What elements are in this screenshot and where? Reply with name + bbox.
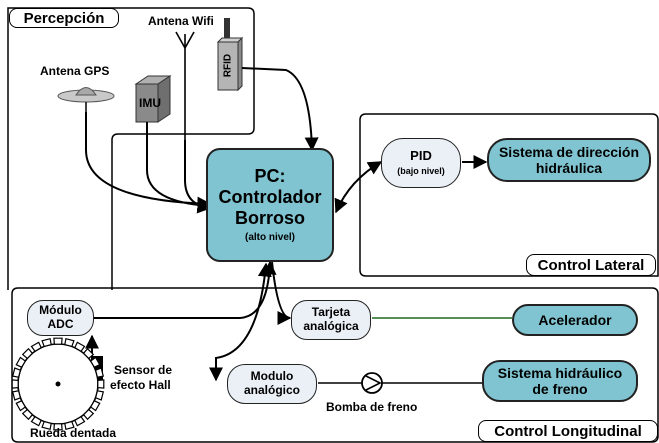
adc-line2: ADC bbox=[47, 317, 74, 331]
lateral-group-frame bbox=[359, 113, 659, 277]
pc-title: PC: bbox=[254, 166, 286, 187]
adc-module-node: Módulo ADC bbox=[27, 300, 94, 336]
pump-label: Bomba de freno bbox=[326, 400, 418, 414]
brake-line2: de freno bbox=[532, 381, 588, 397]
gear-tooth bbox=[82, 408, 95, 421]
hall-line1: Sensor de bbox=[114, 363, 173, 377]
gear-tooth bbox=[53, 423, 63, 431]
gear-tooth bbox=[89, 400, 101, 412]
wire-pc-analog-module bbox=[209, 262, 272, 382]
pc-name-line1: Controlador bbox=[218, 186, 322, 207]
perception-group-frame bbox=[7, 7, 255, 290]
wire-rfid-pc bbox=[241, 67, 319, 152]
analog-card-line2: analógica bbox=[303, 319, 359, 333]
wire-wifi-pc bbox=[184, 140, 212, 214]
gear-tooth bbox=[64, 337, 75, 348]
gear-tooth bbox=[89, 356, 101, 368]
wifi-antenna-icon bbox=[175, 31, 195, 140]
wifi-antenna-label: Antena Wifi bbox=[148, 14, 214, 28]
analog-module-line2: analógico bbox=[243, 383, 300, 397]
imu-box-icon bbox=[134, 75, 172, 123]
toothed-wheel-label: Rueda dentada bbox=[30, 426, 117, 440]
wire-pc-pid bbox=[334, 161, 383, 214]
gear-tooth bbox=[11, 390, 22, 401]
wire-pc-card bbox=[271, 261, 292, 325]
gear-tooth bbox=[21, 347, 34, 360]
rfid-reader-icon bbox=[216, 18, 244, 92]
lateral-group-title: Control Lateral bbox=[526, 254, 656, 276]
analog-card-line1: Tarjeta bbox=[311, 305, 351, 320]
pid-title: PID bbox=[410, 148, 432, 164]
pc-controller-node: PC: Controlador Borroso (alto nivel) bbox=[206, 148, 334, 262]
hall-line2: efecto Hall bbox=[110, 378, 171, 392]
gear-tooth bbox=[74, 341, 86, 353]
gear-tooth bbox=[15, 400, 27, 412]
gear-tooth bbox=[53, 337, 63, 345]
gear-tooth bbox=[82, 347, 95, 360]
gear-tooth bbox=[41, 337, 52, 348]
imu-label: IMU bbox=[139, 96, 161, 110]
gear-tooth bbox=[21, 408, 34, 421]
gear-tooth bbox=[11, 379, 19, 389]
pid-node: PID (bajo nivel) bbox=[381, 138, 461, 188]
longitudinal-group-title: Control Longitudinal bbox=[478, 420, 658, 442]
accelerator-label: Acelerador bbox=[538, 311, 612, 328]
hall-sensor-label: Sensor de efecto Hall bbox=[110, 363, 173, 393]
analog-module-node: Modulo analógico bbox=[227, 364, 317, 404]
analog-card-node: Tarjeta analógica bbox=[291, 300, 371, 340]
gear-tooth bbox=[64, 420, 75, 431]
gear-tooth bbox=[11, 367, 22, 378]
gps-antenna-label: Antena GPS bbox=[40, 64, 110, 78]
toothed-wheel-icon bbox=[11, 337, 105, 431]
accelerator-node: Acelerador bbox=[512, 304, 638, 336]
wire-adc-pc bbox=[74, 260, 277, 319]
brake-line1: Sistema hidráulico bbox=[497, 364, 623, 381]
gear-tooth bbox=[41, 420, 52, 431]
longitudinal-group-frame bbox=[11, 287, 659, 443]
steering-line1: Sistema de dirección bbox=[498, 143, 640, 160]
gear-tooth bbox=[74, 415, 86, 427]
gear-tooth bbox=[30, 415, 42, 427]
gps-antenna-icon bbox=[57, 87, 115, 112]
pid-note: (bajo nivel) bbox=[397, 166, 445, 177]
brake-system-node: Sistema hidráulico de freno bbox=[482, 360, 638, 402]
gear-tooth bbox=[94, 367, 105, 378]
gear-tooth bbox=[15, 356, 27, 368]
steering-system-node: Sistema de dirección hidráulica bbox=[487, 138, 651, 182]
gear-tooth bbox=[94, 390, 105, 401]
analog-module-line1: Modulo bbox=[250, 369, 294, 384]
pc-name-line2: Borroso bbox=[234, 207, 305, 228]
rfid-label: RFID bbox=[222, 53, 234, 78]
adc-line1: Módulo bbox=[39, 303, 82, 318]
hall-sensor-icon bbox=[93, 356, 103, 380]
steering-line2: hidráulica bbox=[535, 160, 603, 176]
pc-note: (alto nivel) bbox=[244, 232, 295, 244]
gear-tooth bbox=[97, 379, 105, 389]
gear-tooth bbox=[30, 341, 42, 353]
perception-group-title: Percepción bbox=[9, 8, 119, 28]
